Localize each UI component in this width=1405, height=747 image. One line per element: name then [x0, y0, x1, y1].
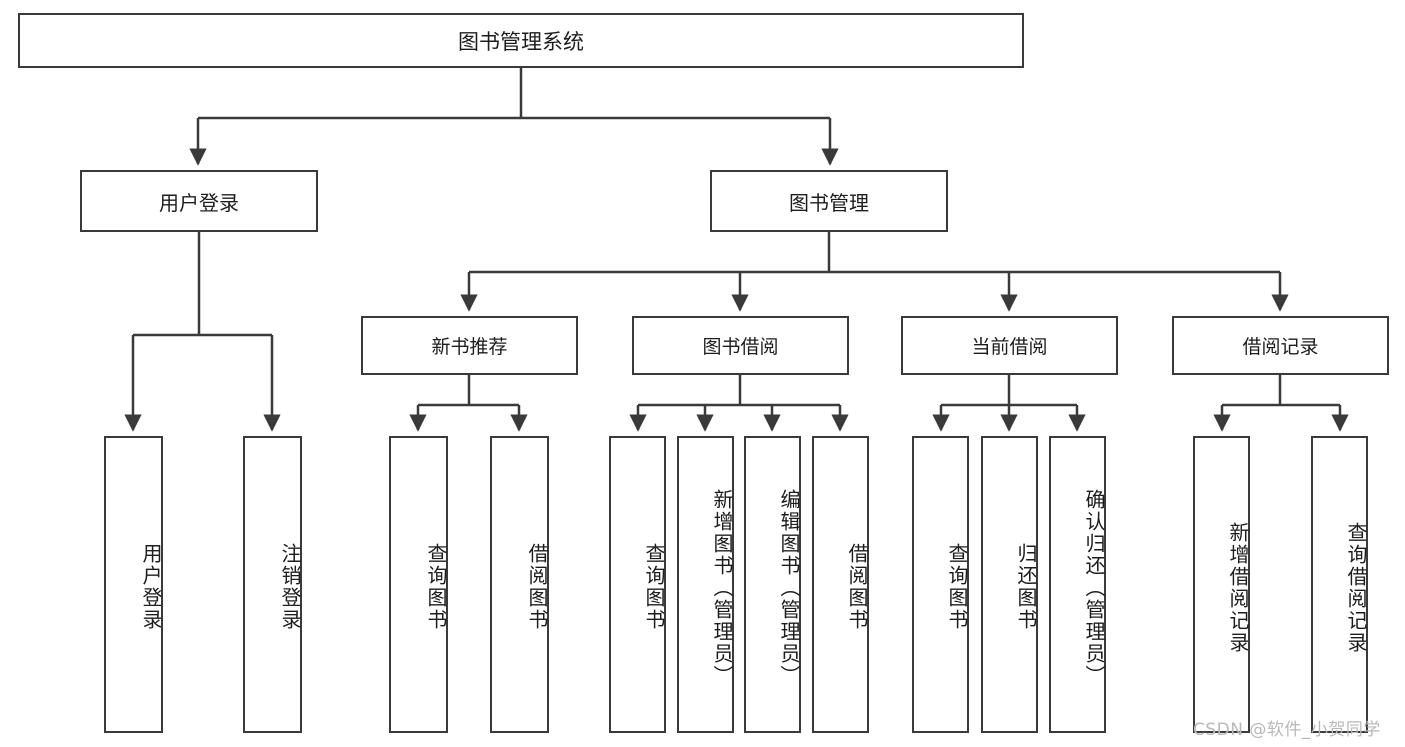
node-book-management-label: 图书管理 [789, 190, 869, 215]
node-leaf-borrow-add[interactable]: 新增图书（管理员） [677, 436, 734, 733]
node-root-label: 图书管理系统 [458, 29, 584, 54]
node-borrow-record[interactable]: 借阅记录 [1172, 316, 1389, 375]
node-leaf-record-add-label: 新增借阅记录 [1226, 521, 1250, 654]
node-user-login-label: 用户登录 [159, 190, 239, 215]
node-leaf-newbook-query-label: 查询图书 [424, 542, 448, 631]
node-leaf-current-confirm[interactable]: 确认归还（管理员） [1049, 436, 1106, 733]
node-leaf-user-login-label: 用户登录 [139, 542, 163, 631]
node-book-borrow-label: 图书借阅 [702, 336, 779, 358]
node-leaf-borrow-edit-label: 编辑图书（管理员） [777, 488, 801, 687]
node-leaf-current-return[interactable]: 归还图书 [981, 436, 1038, 733]
node-leaf-current-query[interactable]: 查询图书 [912, 436, 969, 733]
node-leaf-user-login[interactable]: 用户登录 [104, 436, 163, 733]
node-leaf-current-query-label: 查询图书 [945, 542, 969, 631]
node-leaf-borrow-query[interactable]: 查询图书 [609, 436, 666, 733]
node-book-borrow[interactable]: 图书借阅 [632, 316, 849, 375]
node-leaf-current-confirm-label: 确认归还（管理员） [1082, 488, 1106, 687]
node-current-borrow[interactable]: 当前借阅 [901, 316, 1118, 375]
node-book-management[interactable]: 图书管理 [710, 170, 948, 232]
node-leaf-borrow-lend-label: 借阅图书 [845, 542, 869, 631]
node-leaf-record-query[interactable]: 查询借阅记录 [1311, 436, 1368, 733]
node-leaf-user-logout-label: 注销登录 [278, 542, 302, 631]
node-current-borrow-label: 当前借阅 [971, 336, 1048, 358]
node-leaf-newbook-query[interactable]: 查询图书 [389, 436, 448, 733]
node-leaf-borrow-query-label: 查询图书 [642, 542, 666, 631]
node-root[interactable]: 图书管理系统 [18, 13, 1024, 68]
node-leaf-newbook-borrow-label: 借阅图书 [525, 542, 549, 631]
node-leaf-newbook-borrow[interactable]: 借阅图书 [490, 436, 549, 733]
node-new-book-recommend[interactable]: 新书推荐 [361, 316, 578, 375]
node-leaf-record-query-label: 查询借阅记录 [1344, 521, 1368, 654]
watermark-label: CSDN @软件_小贺同学 [1193, 720, 1381, 740]
node-leaf-current-return-label: 归还图书 [1014, 542, 1038, 631]
node-new-book-recommend-label: 新书推荐 [431, 336, 508, 358]
node-user-login[interactable]: 用户登录 [80, 170, 318, 232]
node-leaf-borrow-add-label: 新增图书（管理员） [710, 488, 734, 687]
node-leaf-borrow-lend[interactable]: 借阅图书 [812, 436, 869, 733]
node-leaf-user-logout[interactable]: 注销登录 [243, 436, 302, 733]
node-borrow-record-label: 借阅记录 [1242, 336, 1319, 358]
node-leaf-borrow-edit[interactable]: 编辑图书（管理员） [744, 436, 801, 733]
node-leaf-record-add[interactable]: 新增借阅记录 [1193, 436, 1250, 733]
